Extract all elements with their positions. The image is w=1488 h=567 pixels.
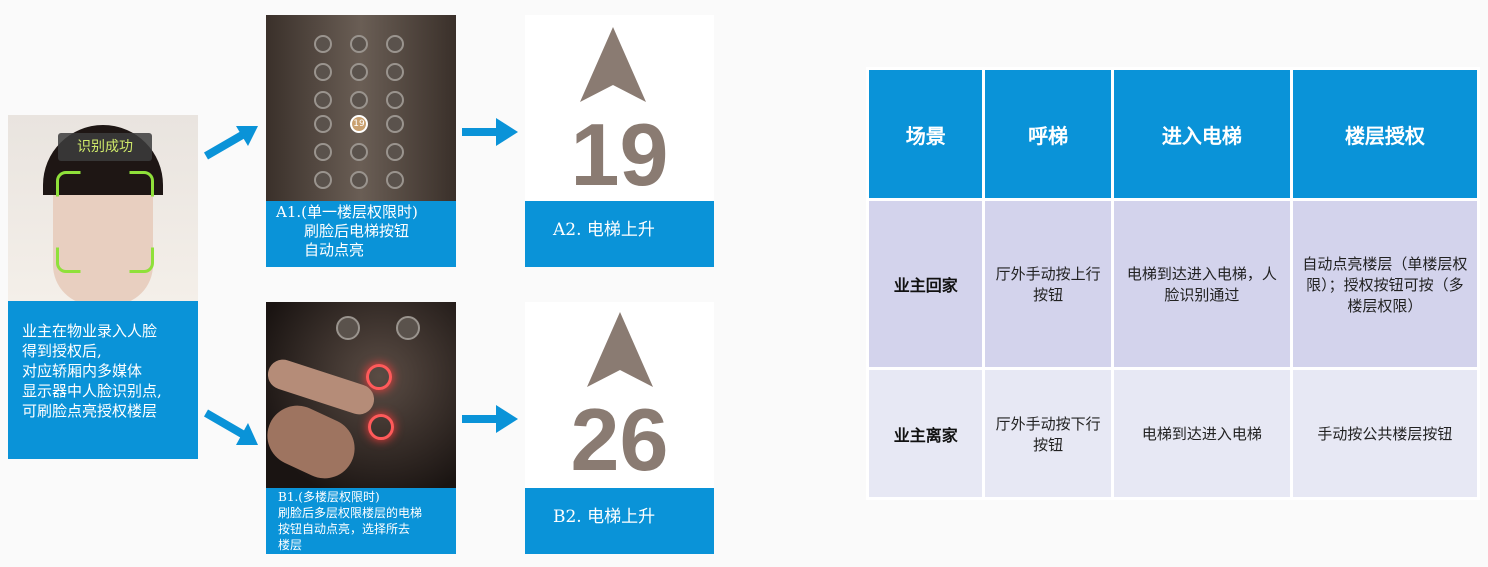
description-line: 业主在物业录入人脸 xyxy=(22,322,158,340)
face-photo: 识别成功 xyxy=(8,115,198,305)
elevator-panel-photo: 19 xyxy=(266,15,456,201)
finger-press-photo xyxy=(266,302,456,488)
floor-display-a2: 19 xyxy=(525,15,714,204)
arrow-down-right-icon xyxy=(203,409,258,445)
lit-button-ring xyxy=(368,414,394,440)
floor-number: 19 xyxy=(570,105,669,204)
a1-caption: A1.(单一楼层权限时) 刷脸后电梯按钮 自动点亮 xyxy=(266,201,456,267)
cell: 自动点亮楼层（单楼层权限）；授权按钮可按（多楼层权限） xyxy=(1289,198,1481,370)
table-row: 业主回家 厅外手动按上行按钮 电梯到达进入电梯，人脸识别通过 自动点亮楼层（单楼… xyxy=(865,198,1481,370)
lit-floor-button: 19 xyxy=(350,115,368,133)
lit-button-ring xyxy=(366,364,392,390)
caption-line: 按钮自动点亮，选择所去 xyxy=(278,522,411,536)
cell: 业主离家 xyxy=(865,367,986,500)
header-call: 呼梯 xyxy=(982,67,1114,201)
b1-caption: B1.(多楼层权限时) 刷脸后多层权限楼层的电梯 按钮自动点亮，选择所去 楼层 xyxy=(266,488,456,554)
caption-line: B1.(多楼层权限时) xyxy=(278,490,380,504)
arrow-right-icon xyxy=(462,118,518,146)
up-arrow-icon xyxy=(580,27,646,102)
cell: 手动按公共楼层按钮 xyxy=(1289,367,1481,500)
a2-caption: A2. 电梯上升 xyxy=(525,201,714,267)
caption-line: 刷脸后电梯按钮 xyxy=(304,222,410,240)
description-line: 对应轿厢内多媒体 xyxy=(22,362,143,380)
scenario-table: 场景 呼梯 进入电梯 楼层授权 业主回家 厅外手动按上行按钮 电梯到达进入电梯，… xyxy=(865,67,1481,500)
badge: 识别成功 xyxy=(58,133,152,161)
description-line: 得到授权后, xyxy=(22,342,102,360)
description-box: 业主在物业录入人脸 得到授权后, 对应轿厢内多媒体 显示器中人脸识别点, 可刷脸… xyxy=(8,301,198,459)
b2-caption: B2. 电梯上升 xyxy=(525,488,714,554)
up-arrow-icon xyxy=(587,312,653,387)
cell: 电梯到达进入电梯，人脸识别通过 xyxy=(1110,198,1293,370)
cell: 厅外手动按上行按钮 xyxy=(982,198,1114,370)
header-scene: 场景 xyxy=(865,67,986,201)
table-row: 业主离家 厅外手动按下行按钮 电梯到达进入电梯 手动按公共楼层按钮 xyxy=(865,367,1481,500)
caption-line: 刷脸后多层权限楼层的电梯 xyxy=(278,506,423,520)
arrow-right-icon xyxy=(462,405,518,433)
caption-line: 楼层 xyxy=(278,538,303,552)
cell: 业主回家 xyxy=(865,198,986,370)
description-line: 显示器中人脸识别点, xyxy=(22,382,162,400)
floor-number: 26 xyxy=(570,390,669,489)
cell: 电梯到达进入电梯 xyxy=(1110,367,1293,500)
header-auth: 楼层授权 xyxy=(1289,67,1481,201)
caption-line: A1.(单一楼层权限时) xyxy=(276,203,418,221)
table-header: 场景 呼梯 进入电梯 楼层授权 xyxy=(865,67,1481,201)
header-enter: 进入电梯 xyxy=(1110,67,1293,201)
arrow-up-right-icon xyxy=(203,126,258,160)
lit-floor-label: 19 xyxy=(353,119,365,129)
floor-display-b2: 26 xyxy=(525,302,714,488)
caption-line: 自动点亮 xyxy=(304,241,365,259)
description-line: 可刷脸点亮授权楼层 xyxy=(22,402,158,420)
cell: 厅外手动按下行按钮 xyxy=(982,367,1114,500)
